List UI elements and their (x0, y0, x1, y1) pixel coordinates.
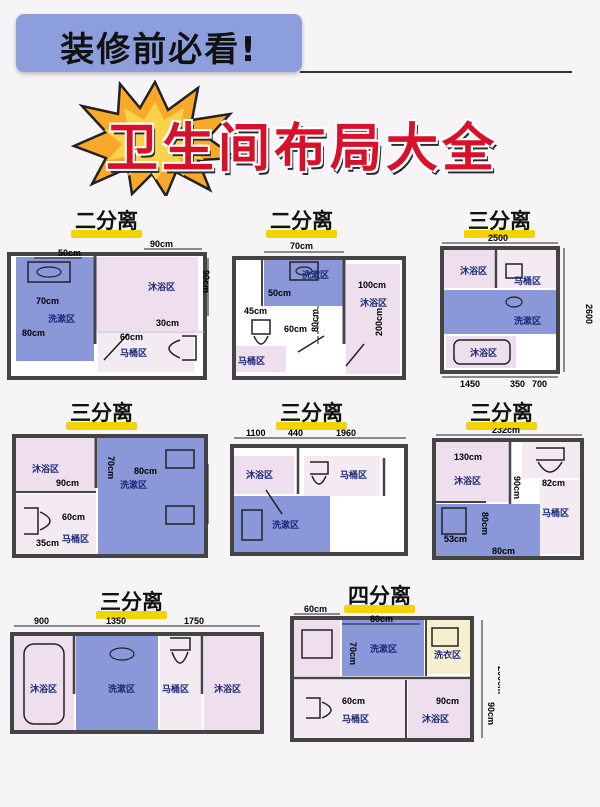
plan1-label-9: 马桶区 (120, 347, 147, 358)
plan3-label-1: 沐浴区 (460, 265, 487, 276)
plan1-label-7: 60cm (120, 332, 143, 342)
plan3-label-4: 沐浴区 (470, 347, 497, 358)
plan2-label-7: 80cm (310, 309, 320, 332)
plan4-label-4: 洗漱区 (120, 479, 147, 490)
starburst-icon (70, 80, 240, 196)
plan6-label-7: 53cm (444, 534, 467, 544)
plan5-label-0: 1100 (246, 428, 266, 438)
plan8-label-8: 90cm (486, 702, 496, 725)
plan5-label-3: 沐浴区 (246, 469, 273, 480)
plan-4: 沐浴区 90cm 70cm 80cm 洗漱区 60cm 35cm 马桶区 200… (6, 428, 216, 562)
plan7-label-7: 1450 (274, 674, 276, 694)
plan1-label-3: 沐浴区 (148, 281, 175, 292)
plan-8: 60cm 80cm 70cm 洗漱区 洗衣区 200cm 60cm 90cm 9… (286, 604, 500, 744)
plan3-label-7: 700 (532, 379, 547, 389)
plan-1: 50cm 90cm 90cm 沐浴区 70cm 洗漱区 80cm 60cm 30… (4, 240, 216, 382)
plan4-label-0: 沐浴区 (32, 463, 59, 474)
plan7-label-6: 沐浴区 (214, 683, 241, 694)
plan8-label-2: 70cm (348, 642, 358, 665)
plan1-label-8: 30cm (156, 318, 179, 328)
plan5-label-2: 1960 (336, 428, 356, 438)
plan6-label-3: 90cm (512, 476, 522, 499)
plan1-label-4: 70cm (36, 296, 59, 306)
plan1-label-2: 90cm (201, 270, 211, 293)
plan1-label-5: 洗漱区 (48, 313, 75, 324)
plan2-label-3: 100cm (358, 280, 386, 290)
plan6-label-2: 沐浴区 (454, 475, 481, 486)
plan2-label-5: 45cm (244, 306, 267, 316)
title-rule (300, 71, 572, 73)
plan-title-2: 二分离 (266, 205, 337, 238)
plan2-label-4: 沐浴区 (360, 297, 387, 308)
plan5-label-4: 马桶区 (340, 469, 367, 480)
plan2-label-8: 200cm (374, 308, 384, 336)
plan2-label-1: 洗漱区 (302, 269, 329, 280)
plan3-label-8: 2600 (584, 304, 594, 324)
plan1-label-0: 50cm (58, 248, 81, 258)
plan5-label-1: 440 (288, 428, 303, 438)
plan4-label-3: 80cm (134, 466, 157, 476)
plan8-label-9: 马桶区 (342, 713, 369, 724)
plan2-label-6: 60cm (284, 324, 307, 334)
plan7-label-0: 900 (34, 616, 49, 626)
plan8-label-7: 90cm (436, 696, 459, 706)
plan-6: 232cm 130cm 沐浴区 90cm 82cm 190cm 80cm 53c… (426, 428, 596, 566)
plan-2: 70cm 洗漱区 50cm 100cm 沐浴区 45cm 60cm 80cm 2… (214, 240, 410, 384)
plan4-label-1: 90cm (56, 478, 79, 488)
plan-5: 1100 440 1960 沐浴区 马桶区 洗漱区 2000 1100 (224, 428, 424, 562)
plan6-label-9: 马桶区 (542, 507, 569, 518)
plan8-label-0: 60cm (304, 604, 327, 614)
plan4-label-2: 70cm (106, 456, 116, 479)
plan-title-5: 三分离 (276, 397, 347, 430)
plan4-label-6: 35cm (36, 538, 59, 548)
plan3-label-5: 1450 (460, 379, 480, 389)
plan2-label-2: 50cm (268, 288, 291, 298)
plan-title-6: 三分离 (466, 397, 537, 430)
plan8-label-4: 洗衣区 (434, 649, 461, 660)
plan-title-4: 三分离 (66, 397, 137, 430)
plan3-label-0: 2500 (488, 233, 508, 243)
plan3-label-3: 洗漱区 (514, 315, 541, 326)
plan8-label-6: 60cm (342, 696, 365, 706)
plan-title-8: 四分离 (344, 580, 415, 613)
plan1-label-6: 80cm (22, 328, 45, 338)
plan2-label-0: 70cm (290, 241, 313, 251)
plan7-label-4: 洗漱区 (108, 683, 135, 694)
plan-3: 2500 沐浴区 马桶区 洗漱区 沐浴区 1450 350 700 2600 (426, 232, 596, 392)
plan8-label-10: 沐浴区 (422, 713, 449, 724)
tagline-text: 装修前必看! (60, 30, 258, 70)
plan6-label-1: 130cm (454, 452, 482, 462)
plan7-label-1: 1350 (106, 616, 126, 626)
plan1-label-1: 90cm (150, 240, 173, 249)
plan4-label-7: 马桶区 (62, 533, 89, 544)
plan6-label-8: 80cm (492, 546, 515, 556)
plan2-label-9: 马桶区 (238, 355, 265, 366)
tagline-banner: 装修前必看! (16, 14, 302, 72)
plan8-label-3: 洗漱区 (370, 643, 397, 654)
plan-title-1: 二分离 (71, 205, 142, 238)
plan8-label-5: 200cm (496, 666, 500, 694)
plan-7: 900 1350 1750 沐浴区 洗漱区 马桶区 沐浴区 1450 (4, 614, 276, 738)
plan6-label-6: 80cm (480, 512, 490, 535)
plan-title-3: 三分离 (464, 205, 535, 238)
plan7-label-3: 沐浴区 (30, 683, 57, 694)
plan6-label-0: 232cm (492, 428, 520, 435)
plan3-label-6: 350 (510, 379, 525, 389)
plan6-label-4: 82cm (542, 478, 565, 488)
plan8-label-1: 80cm (370, 614, 393, 624)
plan-title-7: 三分离 (96, 586, 167, 619)
plan7-label-5: 马桶区 (162, 683, 189, 694)
plan7-label-2: 1750 (184, 616, 204, 626)
main-title: 卫生间布局大全 (105, 119, 498, 179)
plan5-label-5: 洗漱区 (272, 519, 299, 530)
plan4-label-5: 60cm (62, 512, 85, 522)
plan3-label-2: 马桶区 (514, 275, 541, 286)
